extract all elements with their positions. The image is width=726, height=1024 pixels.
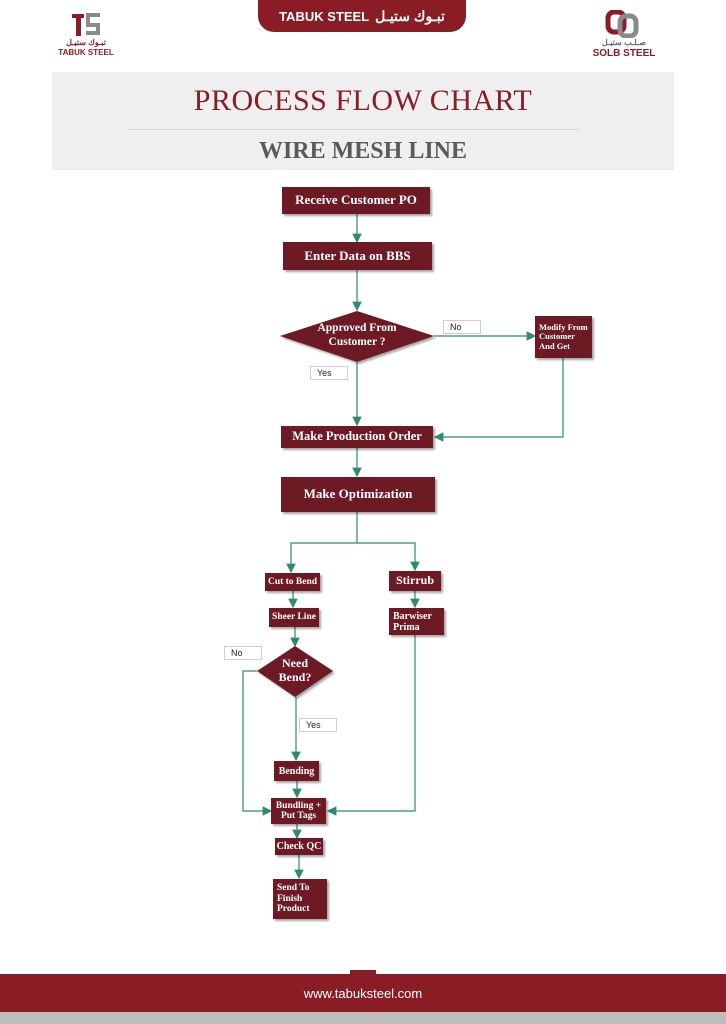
bundling-line1: Bundling + [275, 800, 322, 811]
solb-logo-name: SOLB STEEL [592, 48, 656, 59]
decision-yes-text: Yes [317, 368, 332, 378]
connector-modify-to-production [433, 358, 564, 442]
step-cut-to-bend-label: Cut to Bend [267, 576, 318, 587]
send-line3: Product [277, 904, 310, 915]
tabuk-logo-name: TABUK STEEL [58, 48, 114, 57]
step-bundling-put-tags: Bundling + Put Tags [271, 798, 326, 824]
step-make-production-order-label: Make Production Order [292, 429, 422, 444]
step-cut-to-bend: Cut to Bend [265, 573, 320, 591]
connector-barwiser-to-bundling [326, 635, 416, 816]
need-bend-yes-text: Yes [306, 720, 321, 730]
approved-decision-line2: Customer ? [328, 335, 386, 348]
connector-optimization-to-stirrub [357, 542, 420, 572]
tabuk-steel-logo: تبـوك ستيـل TABUK STEEL [52, 12, 120, 60]
need-bend-yes-label: Yes [299, 718, 337, 732]
header-brand-label-arabic: تبـوك ستيـل [375, 7, 445, 24]
step-receive-customer-po: Receive Customer PO [282, 187, 430, 214]
approved-decision-diamond [280, 311, 434, 362]
step-enter-data-bbs-label: Enter Data on BBS [304, 247, 411, 263]
modify-line2: Customer [539, 331, 575, 342]
need-bend-no-text: No [231, 648, 243, 658]
need-bend-line1: Need [282, 656, 308, 670]
decision-no-text: No [450, 322, 462, 332]
footer-notch [350, 970, 376, 974]
barwiser-line2: Prima [393, 621, 420, 633]
need-bend-no-label: No [224, 646, 262, 660]
step-barwiser-prima: Barwiser Prima [389, 608, 444, 635]
step-make-optimization: Make Optimization [281, 477, 435, 512]
connector-need-bend-no-to-bundling [242, 670, 273, 816]
step-make-production-order: Make Production Order [281, 426, 433, 448]
step-modify-from-customer: Modify From Customer And Get [535, 316, 592, 358]
approved-decision-line1: Approved From [317, 322, 397, 334]
page-title: PROCESS FLOW CHART [193, 84, 533, 117]
step-enter-data-bbs: Enter Data on BBS [283, 242, 432, 270]
title-divider [128, 129, 578, 130]
decision-yes-label: Yes [310, 366, 348, 380]
step-check-qc: Check QC [275, 838, 323, 855]
step-check-qc-label: Check QC [276, 841, 322, 852]
decision-no-label: No [443, 320, 481, 334]
need-bend-line2: Bend? [278, 670, 312, 685]
solb-steel-logo-mark [605, 10, 639, 38]
send-line2: Finish [277, 893, 303, 904]
tabuk-steel-logo-mark [72, 13, 100, 36]
need-bend-decision-text: Need Bend? [265, 656, 325, 685]
footer-grey-strip [0, 1012, 726, 1024]
step-sheer-line: Sheer Line [269, 608, 319, 627]
footer-website-link[interactable]: www.tabuksteel.com [303, 986, 423, 1001]
approved-decision-text: Approved From Customer ? [292, 322, 422, 350]
bundling-line2: Put Tags [280, 811, 317, 821]
step-send-to-finish-product: Send To Finish Product [273, 879, 327, 919]
need-bend-decision-diamond [257, 646, 333, 697]
step-stirrub-label: Stirrub [395, 573, 434, 588]
header-brand-tab: TABUK STEEL تبـوك ستيـل [258, 0, 466, 32]
solb-steel-logo: صـلـب ستيـل SOLB STEEL [584, 10, 664, 62]
connector-optimization-split [286, 512, 358, 574]
step-sheer-line-label: Sheer Line [272, 612, 316, 623]
solb-logo-arabic: صـلـب ستيـل [601, 38, 647, 47]
step-receive-customer-po-label: Receive Customer PO [295, 192, 417, 208]
send-line1: Send To [277, 883, 310, 894]
page-subtitle: WIRE MESH LINE [258, 138, 468, 164]
step-stirrub: Stirrub [389, 571, 441, 591]
footer-bar [0, 974, 726, 1012]
step-bending: Bending [274, 761, 319, 781]
header-brand-label: TABUK STEEL [279, 8, 370, 24]
modify-line3: And Get [539, 340, 570, 351]
modify-line1: Modify From [539, 321, 588, 332]
barwiser-line1: Barwiser [393, 610, 432, 622]
step-bending-label: Bending [278, 765, 315, 777]
tabuk-logo-arabic: تبـوك ستيـل [66, 38, 106, 47]
title-band [52, 72, 674, 170]
step-make-optimization-label: Make Optimization [303, 486, 413, 502]
